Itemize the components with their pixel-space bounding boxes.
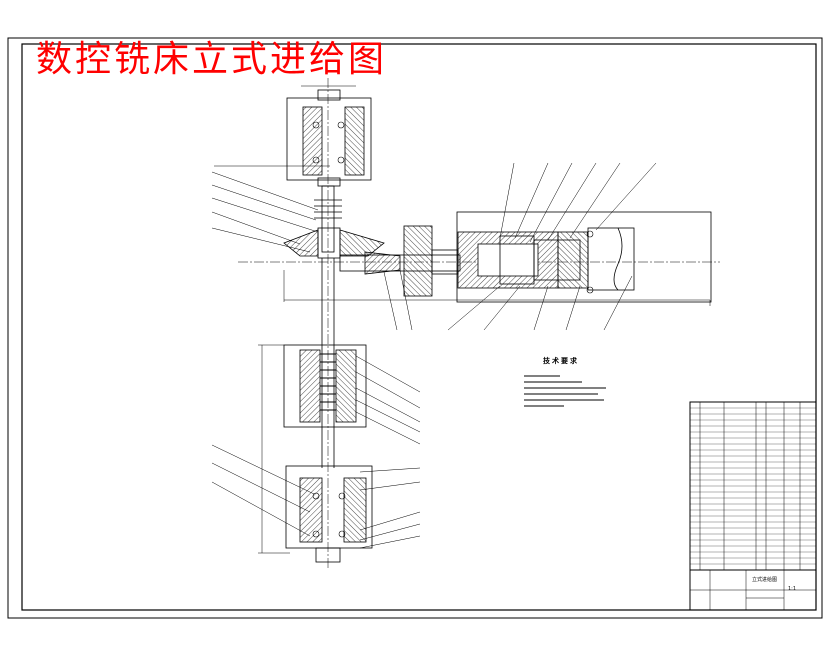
lead-screw [321,258,335,468]
parts-list-rows [690,407,816,565]
title-block-drawing-name: 立式进给图 [752,577,778,583]
top-bearing-housing [286,85,372,187]
outer-border [7,37,823,619]
technical-notes-lines [524,375,606,407]
upper-spring [314,185,342,253]
drawing-title: 数控铣床立式进给图 [36,39,388,80]
technical-notes-heading: 技术要求 [543,357,579,365]
bevel-gear [283,227,385,259]
horizontal-shaft [339,225,461,297]
bottom-bearing-housing [285,465,373,563]
leader-lines [211,162,657,549]
ball-nut [283,344,367,428]
title-block-scale: 1:1 [788,586,797,592]
right-housing [456,211,712,303]
inner-border [21,43,817,611]
